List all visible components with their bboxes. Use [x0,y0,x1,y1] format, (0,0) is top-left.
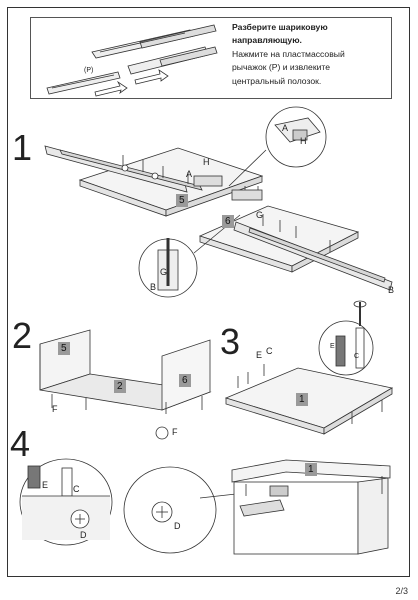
instruction-title-line1: Разберите шариковую [232,21,382,34]
label-d-right: D [174,522,181,531]
label-e-callout: E [330,343,335,350]
label-e-step3: E [256,351,262,360]
panel-1-step4: 1 [305,463,317,476]
label-g-step1: G [256,211,263,220]
label-a-callout: A [282,124,288,133]
panel-6-step1: 6 [222,215,234,228]
label-h-step1: H [203,158,210,167]
label-c-step3: C [266,347,273,356]
label-c-callout: C [354,353,359,360]
lever-label: (P) [84,67,93,74]
panel-5-step1: 5 [176,194,188,207]
panel-2-step2: 2 [114,380,126,393]
label-f-right: F [172,428,178,437]
label-a-step1: A [186,170,192,179]
label-f-left: F [52,405,58,414]
instruction-text-line1: Нажмите на пластмассовый [232,48,382,61]
label-g-callout: G [160,268,167,277]
panel-6-step2: 6 [179,374,191,387]
page-number: 2/3 [395,586,408,596]
label-c-step4: C [73,485,80,494]
panel-1-step3: 1 [296,393,308,406]
rail-disassembly-instructions: Разберите шариковую направляющую. Нажмит… [232,21,382,88]
panel-5-step2: 5 [58,342,70,355]
instruction-text-line2: рычажок (P) и извлеките [232,61,382,74]
step-number-4: 4 [10,426,30,462]
label-h-callout: H [300,137,307,146]
step4-illustration [20,459,390,554]
step1-illustration [45,107,392,297]
ball-rail-illustration [47,25,217,96]
instruction-text-line3: центральный полозок. [232,75,382,88]
step-number-3: 3 [220,324,240,360]
step-number-2: 2 [12,318,32,354]
label-d-left: D [80,531,87,540]
label-e-step4: E [42,481,48,490]
label-b-rail: B [388,286,394,295]
step3-illustration [226,301,392,434]
step-number-1: 1 [12,130,32,166]
label-b-callout: B [150,283,156,292]
instruction-title-line2: направляющую. [232,34,382,47]
